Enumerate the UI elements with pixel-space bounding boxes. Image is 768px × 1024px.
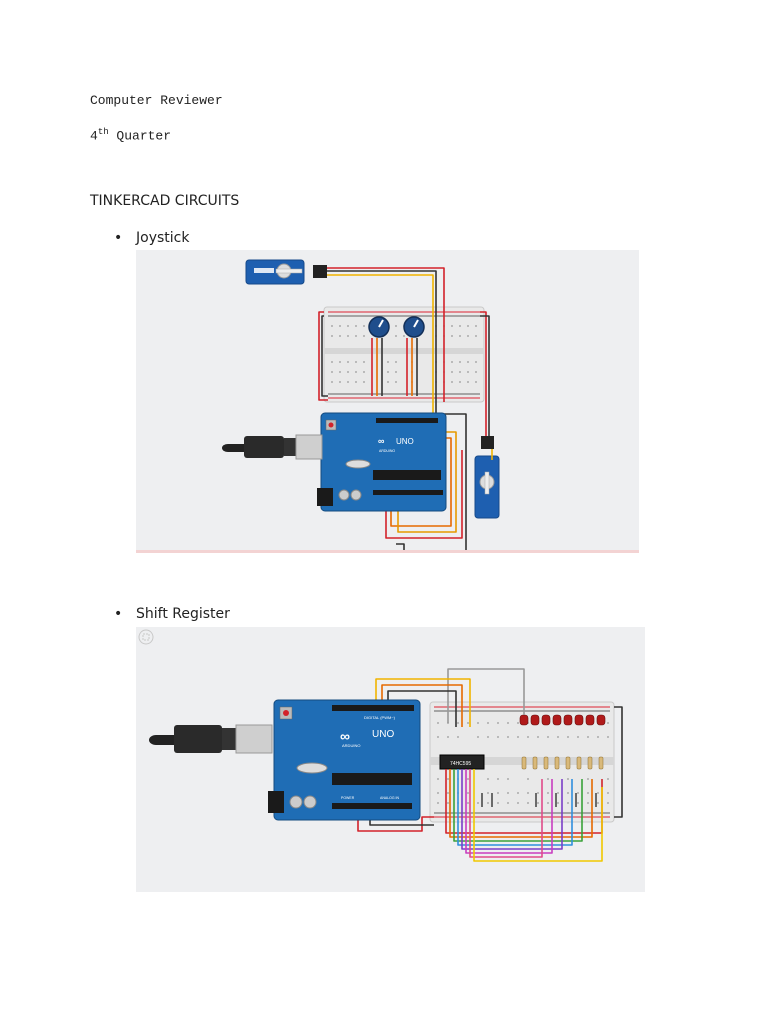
fit-view-icon bbox=[138, 629, 154, 645]
document-subtitle: 4th Quarter bbox=[90, 127, 171, 143]
wires bbox=[357, 668, 623, 862]
usb-cable bbox=[222, 434, 323, 460]
quarter-word: Quarter bbox=[108, 128, 172, 144]
shift-board-brand: ARDUINO bbox=[342, 743, 360, 748]
breadboard bbox=[323, 306, 485, 403]
svg-text:∞: ∞ bbox=[378, 436, 385, 446]
joystick-board-label: UNO bbox=[396, 437, 414, 446]
potentiometer-left bbox=[368, 316, 390, 338]
led-row bbox=[519, 714, 606, 726]
bullet-symbol: • bbox=[114, 606, 123, 622]
arduino-board: ∞ UNO ARDUINO bbox=[317, 412, 447, 512]
joystick-board-brand: ARDUINO bbox=[379, 449, 395, 453]
list-item-label: Shift Register bbox=[136, 606, 230, 622]
list-item-label: Joystick bbox=[136, 230, 190, 246]
digital-header-label: DIGITAL (PWM~) bbox=[364, 715, 396, 720]
svg-text:∞: ∞ bbox=[340, 728, 350, 744]
analog-label: ANALOG IN bbox=[380, 796, 400, 800]
servo-right bbox=[474, 436, 500, 519]
joystick-circuit-image: ∞ UNO ARDUINO bbox=[136, 250, 639, 553]
arduino-board: DIGITAL (PWM~) ∞ UNO ARDUINO POWER ANALO… bbox=[268, 699, 421, 821]
section-heading: TINKERCAD CIRCUITS bbox=[90, 193, 240, 209]
potentiometer-right bbox=[403, 316, 425, 338]
shift-register-circuit-image: 74HC595 bbox=[136, 627, 645, 892]
bullet-symbol: • bbox=[114, 230, 123, 246]
quarter-number: 4 bbox=[90, 128, 98, 144]
resistor-row bbox=[521, 756, 604, 770]
servo-top bbox=[245, 259, 327, 285]
chip-label: 74HC595 bbox=[450, 761, 471, 767]
document-title: Computer Reviewer bbox=[90, 93, 223, 108]
shift-register-chip: 74HC595 bbox=[439, 754, 485, 770]
usb-cable bbox=[149, 724, 273, 754]
power-label: POWER bbox=[341, 796, 355, 800]
quarter-ordinal: th bbox=[97, 127, 109, 137]
shift-board-label: UNO bbox=[372, 729, 394, 740]
